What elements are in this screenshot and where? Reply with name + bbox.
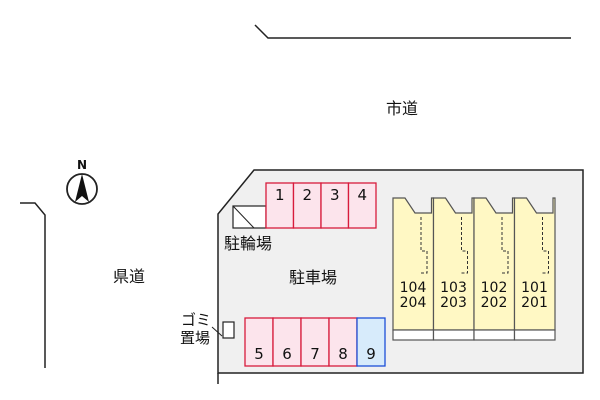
unit-number-upper: 103	[440, 280, 467, 296]
unit-102-202	[473, 197, 516, 341]
garbage-area-label-bottom: 置場	[180, 329, 211, 347]
parking-space-number: 9	[366, 345, 376, 363]
parking-space-number: 5	[254, 345, 264, 363]
north-label: N	[77, 158, 88, 172]
parking-space-number: 6	[282, 345, 292, 363]
parking-space-number: 3	[329, 186, 340, 204]
city-road-label: 市道	[386, 99, 419, 118]
bicycle-parking-label: 駐輪場	[224, 234, 273, 253]
bicycle-parking-area	[232, 205, 267, 229]
parking-space-number: 2	[302, 186, 313, 204]
parking-space-number: 4	[357, 186, 368, 204]
compass-icon	[66, 173, 98, 205]
unit-101-201	[513, 197, 556, 341]
parking-space-4	[347, 182, 377, 229]
parking-space-number: 7	[310, 345, 320, 363]
unit-number-upper: 101	[521, 280, 548, 296]
apartment-building	[392, 197, 556, 341]
city-road-edge	[254, 24, 571, 39]
garbage-area-leader	[211, 326, 223, 337]
parking-space-number: 8	[338, 345, 348, 363]
unit-number-lower: 202	[480, 295, 508, 311]
garbage-area-label-top: ゴミ	[181, 311, 212, 329]
unit-number-upper: 102	[480, 280, 508, 296]
parking-spaces	[244, 182, 386, 367]
unit-104-204	[392, 197, 435, 341]
parking-space-5	[244, 317, 274, 367]
unit-103-203	[432, 197, 475, 341]
parking-space-2	[292, 182, 322, 229]
prefectural-road-label: 県道	[113, 267, 146, 286]
garbage-area-box	[222, 321, 235, 339]
unit-number-lower: 204	[399, 295, 427, 311]
unit-number-lower: 203	[440, 295, 467, 311]
parking-space-1	[265, 182, 295, 229]
bicycle-parking-hatch	[232, 205, 255, 229]
parking-space-6	[272, 317, 302, 367]
parking-space-8	[328, 317, 358, 367]
parking-lot-label: 駐車場	[289, 268, 338, 287]
parking-space-number: 1	[274, 186, 285, 204]
prefectural-road-edge	[20, 202, 46, 368]
unit-number-lower: 201	[521, 295, 548, 311]
parking-space-9	[356, 317, 386, 367]
unit-number-upper: 104	[399, 280, 427, 296]
parking-space-3	[320, 182, 350, 229]
